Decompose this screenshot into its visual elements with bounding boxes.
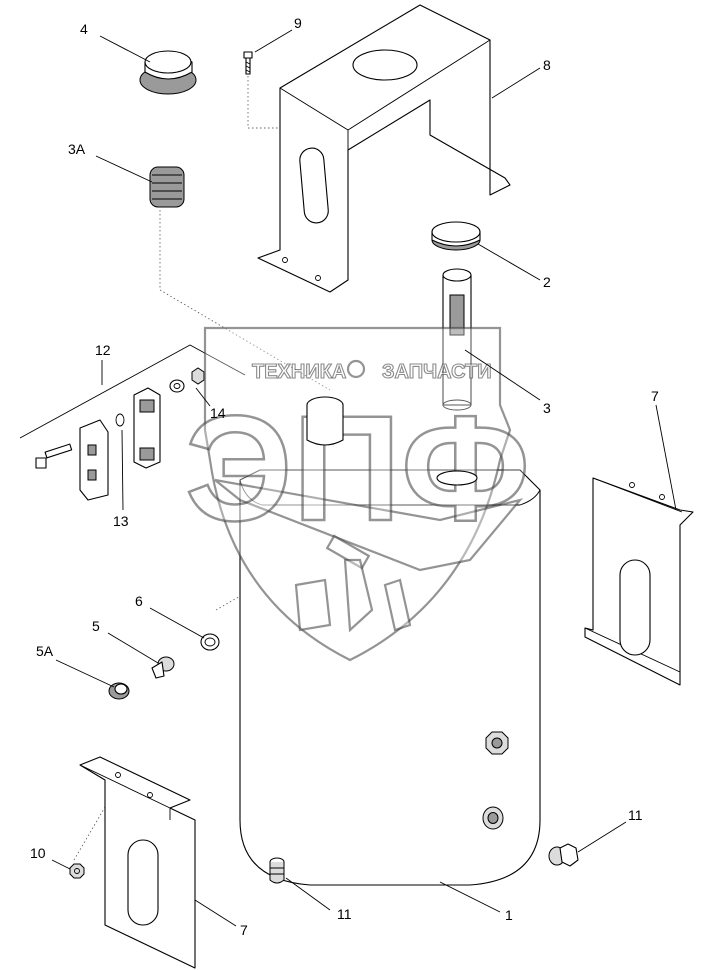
fitting-part-11-bottom <box>269 857 285 884</box>
callout-2: 2 <box>543 274 551 290</box>
filter-tube-part-3 <box>442 268 472 411</box>
gauge-bolt <box>35 443 73 469</box>
callout-14: 14 <box>210 405 226 421</box>
callout-11-right: 11 <box>628 807 643 823</box>
watermark-text-left: ТЕХНИКА <box>252 361 346 383</box>
filter-cap-part-2 <box>431 221 481 251</box>
callout-9: 9 <box>294 15 302 31</box>
watermark-logo-letters: ЭПФ <box>185 384 530 552</box>
callout-13: 13 <box>113 513 129 529</box>
fitting-part-11-right <box>548 843 579 867</box>
callout-8: 8 <box>543 57 551 73</box>
gauge-assembly-part-12 <box>19 344 246 501</box>
callout-3: 3 <box>543 400 551 416</box>
nut-part-10 <box>69 863 85 879</box>
callout-7-bottom: 7 <box>240 922 248 938</box>
callout-12: 12 <box>95 342 111 358</box>
tank-part-1 <box>239 469 541 886</box>
fitting-part-5a <box>108 682 130 700</box>
callout-4: 4 <box>80 21 88 37</box>
callout-5a: 5A <box>36 643 54 659</box>
plug-part-5 <box>151 656 175 679</box>
bracket-part-7-right <box>584 477 694 686</box>
tank-fitting-upper <box>485 731 509 755</box>
callout-7-right: 7 <box>651 388 659 404</box>
bracket-part-7-bottom <box>79 756 196 969</box>
callout-10: 10 <box>30 845 46 861</box>
watermark-text-right: ЗАПЧАСТИ <box>382 361 492 383</box>
bolt-part-9 <box>243 51 253 75</box>
callout-1: 1 <box>505 907 513 923</box>
oring-part-6 <box>200 633 220 651</box>
callout-11-bottom: 11 <box>337 906 352 922</box>
cap-part-4 <box>139 50 197 95</box>
callout-3a: 3A <box>68 141 86 157</box>
callout-5: 5 <box>92 618 100 634</box>
bracket-part-8 <box>257 4 511 293</box>
strainer-part-3a <box>149 166 185 208</box>
watermark-logo: ТЕХНИКА ЗАПЧАСТИ ЭПФ <box>184 326 531 662</box>
leader-lines <box>51 29 677 927</box>
tank-fitting-lower <box>482 806 504 830</box>
callout-labels: 4 9 8 3A 2 12 3 7 14 13 6 5 5A 11 10 11 … <box>30 15 659 938</box>
callout-6: 6 <box>135 593 143 609</box>
